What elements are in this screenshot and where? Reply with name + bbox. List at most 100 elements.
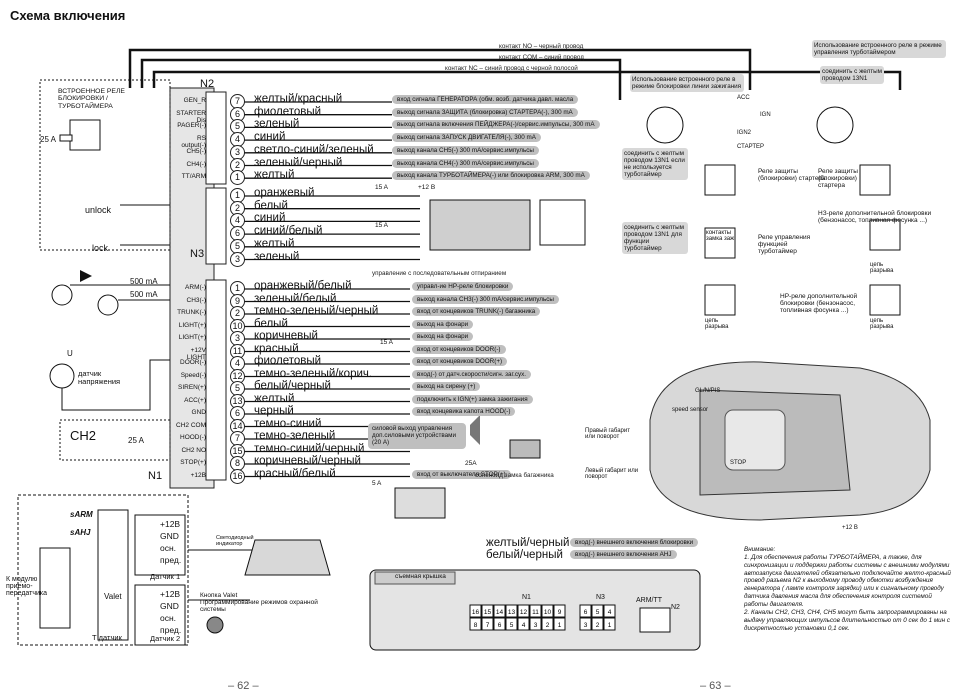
n1-pin-label: Speed(-) — [180, 371, 206, 379]
connector-pin-number: 3 — [584, 622, 588, 629]
connector-pin-number: 12 — [520, 609, 528, 616]
valet-label: Valet — [104, 592, 122, 601]
sensor-pin-label: пред. — [160, 625, 182, 635]
sensor1-box — [134, 514, 186, 576]
connector-pin-number: 1 — [558, 622, 562, 629]
n1-pin-label: HOOD(-) — [180, 434, 206, 441]
unlock-wire — [120, 204, 170, 246]
n1-bottom-label: N1 — [522, 594, 531, 601]
n1-pin-label: CH2 NO — [181, 446, 206, 454]
sensor-pin-label: пред. — [160, 555, 182, 565]
n2-pin-label: STARTER Dis — [176, 109, 206, 124]
n1-pin-number: 3 — [230, 331, 245, 346]
relay-com-signal: контакт COM – синий провод — [499, 54, 584, 61]
connector-pin — [591, 604, 604, 618]
n1-pin-label: STOP(+) — [180, 459, 206, 466]
connector-pin — [553, 604, 566, 618]
n2-label: N2 — [200, 78, 215, 90]
connector-pin — [529, 604, 542, 618]
connector-pin — [579, 604, 592, 618]
n3-pin-number: 3 — [230, 251, 245, 267]
n1-signal: вход от концевиков DOOR(+) — [412, 357, 508, 366]
n2-wire-color: желтый — [254, 169, 295, 182]
valet-button — [206, 616, 224, 634]
n2-pin-label: RS output(-) — [181, 135, 206, 150]
n1-pin-label: TRUNK(-) — [177, 309, 206, 316]
ch2-label: CH2 — [70, 428, 97, 443]
n1-connector — [205, 279, 227, 481]
n1-pin-label: DOOR(-) — [180, 359, 206, 366]
connector-pin — [493, 617, 506, 631]
n1-pin-label: +12B — [190, 471, 206, 479]
n1-wire-color: фиолетовый — [254, 355, 322, 367]
connector-pin-number: 15 — [484, 609, 492, 616]
n2-signal: выход канала CH4(-) 300 mA/сервис.импуль… — [392, 158, 539, 168]
builtin-relay-2: Использование встроенного реле в режиме … — [812, 40, 946, 58]
n2-bottom-label: N2 — [671, 604, 680, 611]
sensor-u-label: U — [67, 349, 73, 358]
n1-wire-color: белый — [254, 317, 288, 330]
n3-wire-color: желтый — [254, 237, 295, 250]
sensor-pin-label: +12B — [160, 519, 181, 529]
connector-pin-number: 11 — [532, 609, 539, 616]
armtt-pins — [639, 607, 671, 633]
led-indicator — [244, 539, 331, 576]
n1-signal: вход концевика капота HOOD(-) — [412, 407, 516, 416]
bottom-wire-1-color: желтый/черный — [486, 537, 570, 549]
n1-signal: вход от выключателя STOP(+) — [412, 469, 511, 479]
n1-pin-number: 8 — [230, 456, 245, 471]
n1-signal: подключить к IGN(+) замка зажигания — [412, 394, 533, 404]
n3-connector — [205, 187, 227, 265]
connector-pin-number: 14 — [496, 609, 504, 616]
connect-yellow-3: соединить с желтым проводом 13N1 для фун… — [622, 222, 688, 254]
builtin-relay-1: Использование встроенного реле в режиме … — [630, 74, 744, 92]
attention-note: Внимание: 1. Для обеспечения работы ТУРБ… — [744, 546, 951, 632]
n3-wire-color: синий — [254, 212, 286, 225]
connector-pin — [481, 617, 494, 631]
actuator-group — [429, 199, 531, 251]
chain-label: цепь разрыва — [705, 318, 729, 330]
connector-pin — [541, 617, 554, 631]
n1-pin-label: SIREN(+) — [178, 384, 206, 391]
connector-pin — [591, 617, 604, 631]
n1-signal: выход канала CH3(-) 300 mA/сервис.импуль… — [412, 294, 559, 304]
unlock-label: unlock — [85, 205, 112, 215]
n1-wire-color: коричневый — [254, 330, 318, 342]
connector-pin — [603, 617, 616, 631]
trunk-solenoid — [509, 439, 541, 459]
starter-relay-2: Реле защиты (блокировки) стартера — [818, 168, 858, 189]
connector-pin-number: 10 — [544, 609, 552, 616]
relay-label: ВСТРОЕННОЕ РЕЛЕ БЛОКИРОВКИ / ТУРБОТАЙМЕР… — [58, 88, 125, 110]
n2-wire-color: зеленый — [254, 118, 300, 131]
n3-wire-color: оранжевый — [254, 187, 315, 199]
removable-cover — [374, 571, 456, 585]
ch2-relay — [59, 419, 171, 461]
n1-pin-label: +12V LIGHT — [186, 346, 206, 361]
connect-yellow: соединить с желтым проводом 13N1 — [820, 66, 884, 84]
connector-pin-number: 5 — [596, 609, 600, 616]
n1-wire-color: красный — [254, 342, 299, 355]
n1-pin-label: LIGHT(+) — [178, 321, 206, 329]
led-label: Светодиодный индикатор — [216, 535, 254, 547]
gsm-label: GL/N/PIS — [695, 388, 721, 394]
fuse-15a-n1-label: 15 A — [380, 339, 394, 346]
n1-wire-color: желтый — [254, 392, 295, 405]
voltage-sensor — [49, 363, 75, 389]
n3-wire-color: синий/белый — [254, 225, 323, 238]
transistor-wire — [70, 284, 170, 301]
speed-label: speed sensor — [672, 407, 709, 413]
fuse-15a-n3-label: 15 A — [375, 184, 389, 191]
n2-wire-color: зеленый/черный — [254, 156, 343, 169]
connector-pin — [517, 617, 530, 631]
starter-label: СТАРТЕР — [737, 144, 765, 150]
n1-wire-color: темно-синий — [254, 417, 322, 430]
connector-pin-number: 5 — [510, 622, 514, 629]
t-sensor-label: Т датчик — [92, 633, 122, 642]
n2-signal: вход сигнала ГЕНЕРАТОРА (обм. возб. датч… — [392, 95, 579, 104]
ch2-signal: силовой выход управления доп.силовыми ус… — [368, 423, 466, 449]
n1-wire-color: белый/черный — [254, 380, 331, 392]
relay-nc-line — [152, 70, 902, 90]
diode-left — [80, 270, 92, 282]
